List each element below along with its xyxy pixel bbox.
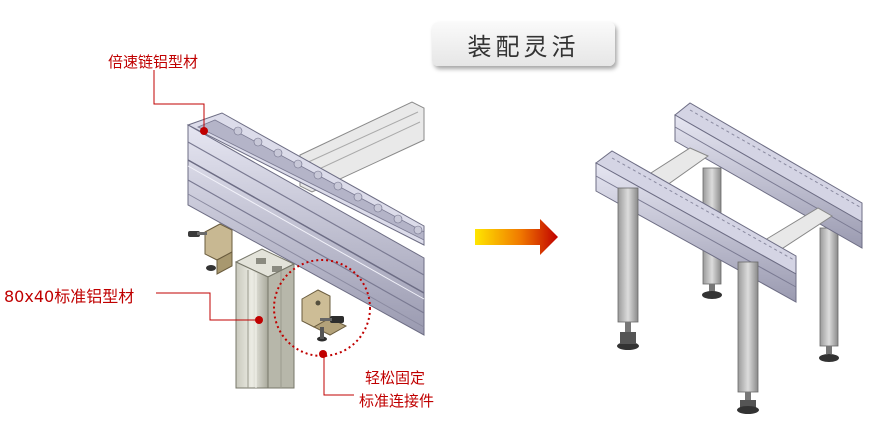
- assembled-frame: [595, 102, 863, 414]
- callout-dots: [200, 127, 327, 358]
- label-connector-line1: 轻松固定: [365, 369, 426, 387]
- section-title: 装配灵活: [432, 22, 615, 66]
- label-connector-line2: 标准连接件: [359, 392, 435, 410]
- back-cross-beam: [299, 101, 425, 193]
- label-standard-profile: 80x40标准铝型材: [4, 287, 135, 306]
- top-profile: [186, 112, 425, 336]
- connector-bracket-left: [188, 223, 233, 275]
- label-top-profile: 倍速链铝型材: [108, 53, 199, 71]
- standard-profile-post: [234, 248, 296, 389]
- connector-bracket: [301, 289, 348, 342]
- transition-arrow: [475, 219, 558, 255]
- front-legs: [617, 187, 759, 414]
